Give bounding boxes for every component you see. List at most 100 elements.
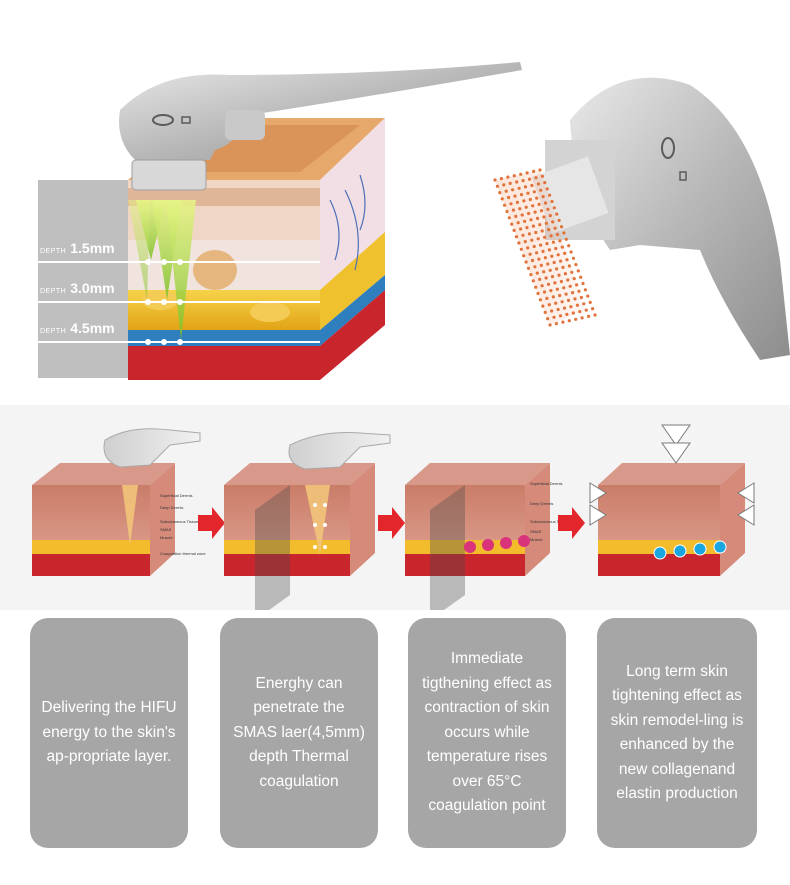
- grid-dot: [576, 269, 580, 273]
- grid-dot: [562, 306, 567, 310]
- grid-dot: [551, 240, 556, 244]
- svg-text:Muscle: Muscle: [160, 535, 173, 540]
- step-1-skin-block: Superficial Dermis Deep Dermis Subcutane…: [32, 428, 206, 576]
- grid-dot: [531, 204, 535, 208]
- grid-dot: [519, 227, 523, 231]
- grid-dot: [559, 259, 563, 263]
- grid-dot: [556, 253, 560, 257]
- grid-dot: [518, 207, 522, 211]
- grid-dot: [542, 270, 546, 274]
- grid-dot: [495, 184, 499, 188]
- grid-dot: [516, 221, 520, 225]
- grid-dot: [538, 168, 542, 172]
- grid-dot: [548, 268, 552, 272]
- grid-dot: [534, 230, 538, 235]
- grid-dot: [531, 279, 535, 283]
- grid-dot: [543, 310, 547, 314]
- grid-dot: [563, 251, 567, 255]
- grid-dot: [546, 282, 551, 286]
- grid-dot: [543, 181, 547, 185]
- svg-text:Deep Dermis: Deep Dermis: [530, 501, 553, 506]
- grid-dot: [571, 256, 576, 260]
- hifu-handpiece-right: [531, 77, 790, 360]
- depth-value-2: 3.0mm: [70, 280, 115, 296]
- grid-dot: [552, 260, 556, 265]
- grid-dot: [532, 244, 536, 249]
- grid-dot: [537, 202, 541, 206]
- grid-dot: [573, 297, 577, 301]
- grid-dot: [583, 288, 588, 292]
- grid-dot: [568, 284, 572, 288]
- grid-dot: [513, 194, 517, 198]
- grid-dot: [536, 237, 540, 241]
- grid-dot: [554, 246, 558, 251]
- grid-dot: [524, 260, 528, 264]
- grid-dot: [515, 180, 519, 184]
- grid-dot: [523, 219, 527, 223]
- grid-dot: [527, 177, 532, 181]
- grid-dot: [526, 266, 531, 270]
- grid-dot: [532, 169, 536, 173]
- grid-dot: [517, 186, 521, 190]
- grid-dot: [582, 302, 586, 306]
- grid-dot: [547, 228, 551, 232]
- grid-dot: [555, 267, 559, 271]
- grid-dot: [546, 262, 550, 266]
- step-3-skin-block: Superficial Dermis Deep Dermis Subcutane…: [405, 463, 569, 620]
- step-2-skin-block: [224, 432, 391, 620]
- grid-dot: [546, 317, 550, 321]
- grid-dot: [517, 241, 521, 245]
- grid-dot: [547, 248, 552, 252]
- ultrasound-dot-grid: [495, 170, 585, 325]
- grid-dot: [564, 292, 568, 296]
- grid-dot: [569, 250, 573, 254]
- grid-dot: [550, 275, 555, 279]
- grid-dot: [499, 177, 503, 181]
- grid-dot: [506, 175, 510, 179]
- depth-prefix: DEPTH: [40, 248, 67, 255]
- grid-dot: [562, 286, 566, 290]
- grid-dot: [552, 315, 556, 319]
- grid-dot: [580, 316, 584, 320]
- grid-dot: [571, 291, 575, 295]
- grid-dot: [537, 257, 541, 261]
- grid-dot: [541, 195, 545, 199]
- grid-dot: [558, 314, 563, 318]
- grid-dot: [546, 207, 550, 211]
- svg-text:Superficial Dermis: Superficial Dermis: [530, 481, 562, 486]
- grid-dot: [581, 281, 585, 286]
- grid-dot: [545, 187, 549, 191]
- grid-dot: [559, 225, 564, 229]
- grid-dot: [543, 235, 547, 239]
- grid-dot: [591, 307, 595, 311]
- grid-dot: [553, 226, 557, 230]
- grid-dot: [555, 232, 560, 237]
- grid-dot: [519, 247, 523, 251]
- process-steps-illustration: Superficial Dermis Deep Dermis Subcutane…: [0, 405, 790, 620]
- grid-dot: [526, 246, 530, 250]
- grid-dot: [538, 298, 543, 302]
- grid-dot: [565, 312, 569, 316]
- grid-dot: [548, 193, 552, 197]
- svg-text:Subcutaneous Tissue: Subcutaneous Tissue: [160, 519, 199, 524]
- grid-dot: [545, 242, 549, 246]
- grid-dot: [541, 304, 545, 308]
- depth-prefix: DEPTH: [40, 288, 67, 295]
- grid-dot: [578, 310, 582, 314]
- grid-dot: [567, 319, 571, 323]
- step-3-caption: Immediate tigthening effect as contracti…: [422, 650, 552, 815]
- step-4-caption-box: Long term skin tightening effect as skin…: [597, 618, 757, 848]
- grid-dot: [512, 174, 516, 178]
- right-arrow-icon: [198, 507, 225, 539]
- grid-dot: [558, 239, 562, 243]
- grid-dot: [557, 273, 561, 277]
- grid-dot: [539, 243, 543, 247]
- step-2-caption-box: Energhy can penetrate the SMAS laer(4,5m…: [220, 618, 378, 848]
- grid-dot: [522, 199, 526, 203]
- grid-dot: [535, 196, 539, 200]
- grid-dot: [548, 323, 552, 327]
- grid-dot: [551, 295, 555, 299]
- grid-dot: [587, 314, 591, 318]
- grid-dot: [514, 214, 518, 218]
- grid-dot: [535, 216, 540, 220]
